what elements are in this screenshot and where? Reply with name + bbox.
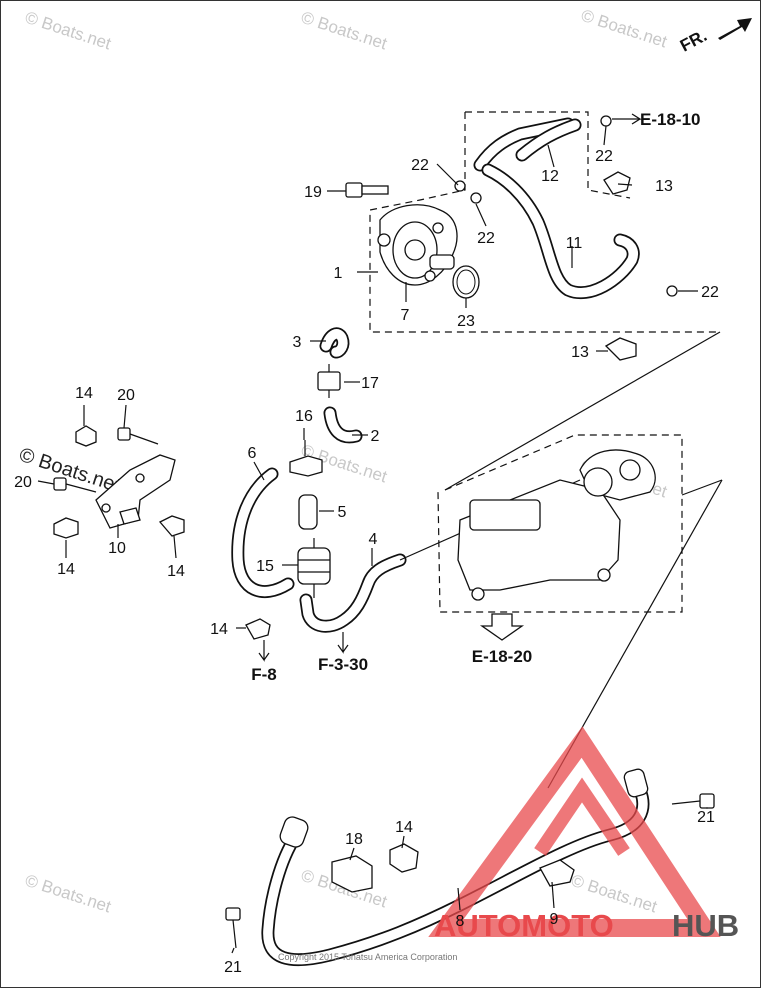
callout-13-bottom: 13	[571, 344, 589, 361]
callout-21-b: 21	[697, 809, 715, 826]
clamp-14-bottom	[389, 843, 419, 873]
callout-15: 15	[256, 558, 274, 575]
fitting-bottom	[279, 768, 649, 848]
ref-e-18-10: E-18-10	[640, 110, 700, 129]
hose-5	[298, 494, 318, 530]
logo-text-secondary: HUB	[672, 908, 739, 943]
callout-3: 3	[293, 334, 302, 351]
watermark-text: © Boats.net	[579, 6, 670, 52]
callout-12: 12	[541, 168, 559, 185]
clip-22	[454, 115, 678, 297]
bolt-20	[53, 427, 159, 493]
clip-9	[539, 859, 575, 887]
filter-15	[297, 538, 331, 598]
upper-assembly-outline	[369, 111, 721, 491]
callout-8: 8	[456, 913, 465, 930]
callout-labels: 1 2 3 4 5 6 7 8 9 10 11 12 13 13 14 14 1…	[14, 148, 719, 976]
callout-13-top: 13	[655, 178, 673, 195]
front-label: FR.	[677, 26, 710, 56]
callout-6: 6	[248, 445, 257, 462]
holder-13	[603, 171, 637, 361]
hose-6	[231, 467, 295, 599]
arrow-to-f8	[258, 640, 270, 662]
callout-7: 7	[401, 307, 410, 324]
connector-17	[317, 364, 341, 398]
hose-2	[323, 406, 363, 444]
reference-labels: E-18-10 E-18-20 F-8 F-3-30	[251, 110, 700, 684]
hose-4	[299, 553, 407, 633]
callout-22-d: 22	[701, 284, 719, 301]
callout-14-c: 14	[167, 563, 185, 580]
hose-11	[481, 163, 640, 300]
front-arrow-icon	[718, 18, 752, 40]
callout-17: 17	[361, 375, 379, 392]
callout-14-a: 14	[75, 385, 93, 402]
callout-22-a: 22	[411, 157, 429, 174]
callout-14-e: 14	[395, 819, 413, 836]
callout-4: 4	[369, 531, 378, 548]
reference-arrow-icon	[479, 613, 525, 641]
callout-5: 5	[338, 504, 347, 521]
callout-1: 1	[334, 265, 343, 282]
callout-10: 10	[108, 540, 126, 557]
o-ring-23-inner	[456, 269, 476, 295]
ref-e-18-20: E-18-20	[472, 647, 532, 666]
copyright-text: Copyright 2015 Tohatsu America Corporati…	[278, 952, 457, 962]
arrow-to-f330	[337, 632, 349, 654]
callout-18: 18	[345, 831, 363, 848]
hose-3	[319, 327, 350, 359]
watermark-text: © Boats.net	[299, 8, 390, 54]
fuel-pump	[377, 204, 458, 286]
callout-16: 16	[295, 408, 313, 425]
hose-12	[473, 117, 582, 172]
ref-f-3-30: F-3-30	[318, 655, 368, 674]
callout-22-c: 22	[595, 148, 613, 165]
throttle-body-assembly	[437, 434, 723, 613]
callout-19: 19	[304, 184, 322, 201]
callout-22-b: 22	[477, 230, 495, 247]
callout-20-b: 20	[14, 474, 32, 491]
bracket-10	[95, 454, 176, 529]
callout-20-a: 20	[117, 387, 135, 404]
callout-21-a: 21	[224, 959, 242, 976]
automotohub-logo: AUTOMOTO HUB	[428, 726, 739, 943]
arrow-to-e1810	[630, 113, 643, 125]
callout-2: 2	[371, 428, 380, 445]
callout-11: 11	[566, 235, 583, 252]
watermark-text: © Boats.net	[23, 871, 114, 917]
callout-14-b: 14	[57, 561, 75, 578]
leader-lines	[37, 118, 708, 954]
ref-f-8: F-8	[251, 665, 277, 684]
callout-23: 23	[457, 313, 475, 330]
watermark-text: © Boats.net	[23, 8, 114, 54]
joint-16	[289, 440, 323, 477]
callout-14-d: 14	[210, 621, 228, 638]
logo-text-primary: AUTOMOTO	[434, 908, 614, 943]
bolt-19	[345, 182, 389, 198]
watermark-layer: © Boats.net © Boats.net © Boats.net © Bo…	[16, 6, 669, 917]
clamp-14-left	[53, 425, 185, 539]
front-direction-indicator: FR.	[677, 18, 752, 56]
clamp-14-mid	[245, 618, 271, 640]
holder-18	[331, 855, 373, 893]
callout-9: 9	[550, 911, 559, 928]
